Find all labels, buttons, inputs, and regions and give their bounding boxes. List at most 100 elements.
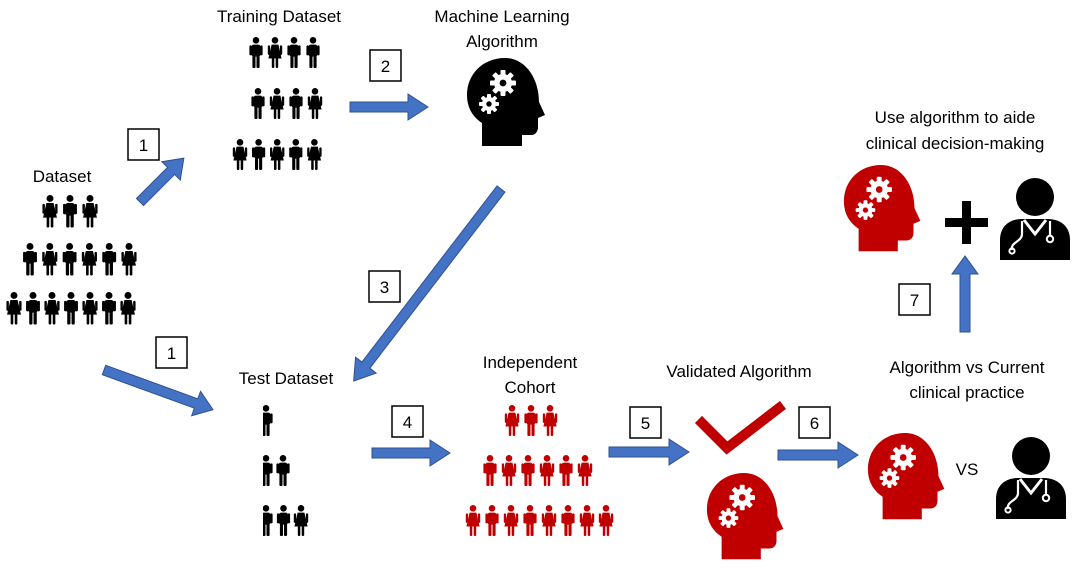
- person-icon: [62, 243, 77, 276]
- person-icon: [293, 505, 309, 536]
- person-icon: [485, 505, 499, 536]
- person-icon: [63, 195, 77, 228]
- person-icon: [561, 505, 575, 536]
- arrow-1-to-training: [135, 157, 185, 207]
- person-icon: [23, 243, 37, 276]
- checkmark-icon: [694, 400, 787, 455]
- plus-icon: [945, 201, 988, 244]
- vs-label: VS: [956, 460, 979, 479]
- person-icon: [307, 139, 322, 170]
- arrow-2-to-ml: [349, 93, 429, 121]
- svg-text:6: 6: [810, 414, 819, 433]
- person-icon: [559, 455, 573, 486]
- use-algorithm-label-line2: clinical decision-making: [866, 134, 1045, 153]
- arrow-7-to-use: [951, 255, 979, 333]
- step-box-5: 5: [629, 406, 662, 439]
- step-box-1a: 1: [127, 128, 160, 161]
- person-icon: [81, 243, 97, 276]
- person-icon: [263, 505, 273, 536]
- person-icon: [523, 505, 537, 536]
- person-icon: [263, 405, 273, 436]
- person-icon: [249, 37, 263, 68]
- arrow-5-to-validated: [608, 438, 690, 466]
- test-dataset-label: Test Dataset: [239, 369, 334, 388]
- test-dataset-people-icon: [263, 405, 309, 536]
- ml-algorithm-label-line1: Machine Learning: [434, 7, 569, 26]
- independent-cohort-people-icon: [465, 405, 614, 536]
- person-icon: [521, 455, 535, 486]
- person-icon: [307, 88, 323, 119]
- arrow-6-to-comparison: [777, 441, 859, 469]
- validated-head-icon: [706, 473, 784, 560]
- person-icon: [6, 292, 22, 325]
- person-icon: [577, 455, 593, 486]
- training-dataset-label: Training Dataset: [217, 7, 341, 26]
- person-icon: [542, 405, 558, 436]
- person-icon: [102, 243, 117, 276]
- person-icon: [121, 243, 137, 276]
- person-icon: [269, 88, 285, 119]
- person-icon: [483, 455, 497, 486]
- decision-head-icon: [843, 165, 921, 252]
- person-icon: [598, 505, 614, 536]
- person-icon: [252, 139, 266, 170]
- person-icon: [503, 505, 519, 536]
- independent-cohort-label-line1: Independent: [483, 353, 578, 372]
- arrow-1-to-test: [101, 364, 214, 417]
- svg-text:1: 1: [167, 344, 176, 363]
- person-icon: [82, 195, 98, 228]
- doctor-icon-comparison: [994, 435, 1068, 521]
- ml-algorithm-label-line2: Algorithm: [466, 32, 538, 51]
- person-icon: [289, 88, 303, 119]
- comparison-label-line1: Algorithm vs Current: [890, 358, 1045, 377]
- step-box-2: 2: [369, 49, 402, 82]
- dataset-label: Dataset: [33, 167, 92, 186]
- person-icon: [44, 292, 60, 325]
- step-box-6: 6: [798, 406, 831, 439]
- step-box-7: 7: [898, 283, 931, 316]
- step-box-1b: 1: [155, 336, 188, 369]
- validated-algorithm-label: Validated Algorithm: [666, 362, 811, 381]
- independent-cohort-label-line2: Cohort: [504, 378, 555, 397]
- person-icon: [524, 405, 538, 436]
- person-icon: [504, 405, 520, 436]
- use-algorithm-label-line1: Use algorithm to aide: [875, 108, 1036, 127]
- person-icon: [64, 292, 78, 325]
- person-icon: [541, 505, 557, 536]
- person-icon: [120, 292, 136, 325]
- person-icon: [276, 455, 290, 486]
- doctor-icon-decision: [998, 176, 1072, 262]
- dataset-people-icon: [6, 195, 137, 325]
- arrow-4-to-cohort: [371, 439, 451, 467]
- person-icon: [579, 505, 595, 536]
- ml-head-icon: [467, 58, 545, 146]
- step-box-3: 3: [368, 270, 401, 303]
- person-icon: [287, 37, 301, 68]
- person-icon: [251, 88, 265, 119]
- person-icon: [26, 292, 40, 325]
- svg-text:1: 1: [139, 136, 148, 155]
- person-icon: [289, 139, 303, 170]
- person-icon: [102, 292, 116, 325]
- person-icon: [501, 455, 517, 486]
- person-icon: [267, 37, 283, 68]
- person-icon: [539, 455, 555, 486]
- person-icon: [42, 243, 58, 276]
- person-icon: [232, 139, 248, 170]
- comparison-head-icon: [867, 433, 945, 520]
- training-dataset-people-icon: [232, 37, 323, 170]
- svg-text:2: 2: [381, 57, 390, 76]
- person-icon: [276, 505, 291, 536]
- step-box-4: 4: [391, 405, 424, 438]
- person-icon: [270, 139, 285, 170]
- svg-text:4: 4: [403, 413, 412, 432]
- comparison-label-line2: clinical practice: [909, 383, 1024, 402]
- person-icon: [465, 505, 481, 536]
- person-icon: [42, 195, 58, 228]
- person-icon: [82, 292, 98, 325]
- arrow-3-to-test: [353, 185, 506, 382]
- person-icon: [306, 37, 320, 68]
- svg-text:5: 5: [641, 414, 650, 433]
- svg-text:3: 3: [380, 278, 389, 297]
